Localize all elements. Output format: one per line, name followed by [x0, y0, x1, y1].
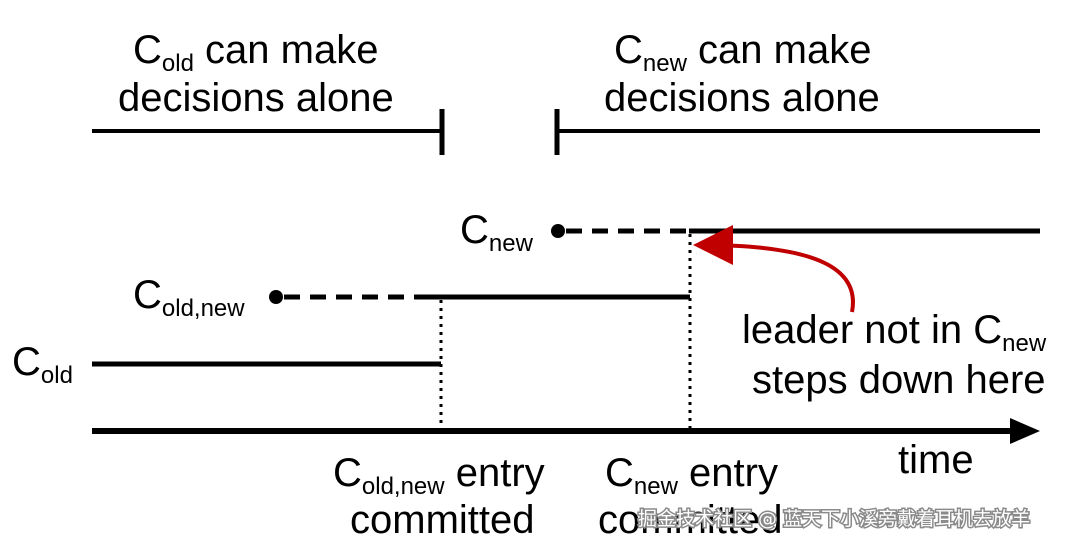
old-new-commit-label-line2: committed — [350, 498, 535, 542]
new-phase-label-line1: Cnew can make — [614, 28, 871, 77]
new-phase-label-line2: decisions alone — [604, 76, 880, 120]
time-axis-arrowhead — [1010, 418, 1040, 444]
c-old-new-label: Cold,new — [133, 273, 245, 322]
old-phase-label-line1: Cold can make — [133, 28, 378, 77]
annotation-line1: leader not in Cnew — [742, 308, 1047, 357]
old-new-commit-label-line1: Cold,new entry — [333, 451, 545, 500]
c-new-start-dot — [551, 224, 565, 238]
leader-step-down-arrow — [693, 225, 855, 313]
watermark-text: 掘金技术社区 @ 蓝天下小溪旁戴着耳机去放羊 — [638, 508, 1030, 530]
time-axis-label: time — [898, 438, 974, 482]
new-commit-label-line1: Cnew entry — [605, 451, 778, 500]
new-commit-label-line2: committed — [598, 498, 783, 542]
c-old-new-start-dot — [269, 290, 283, 304]
c-new-label: Cnew — [460, 208, 534, 257]
c-old-label: Cold — [12, 340, 73, 389]
annotation-line2: steps down here — [752, 358, 1046, 402]
old-phase-label-line2: decisions alone — [118, 76, 394, 120]
